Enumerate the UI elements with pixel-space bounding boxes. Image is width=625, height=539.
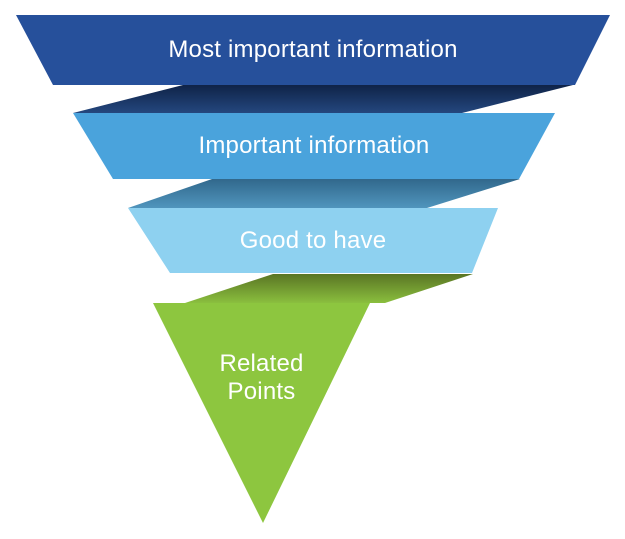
- ribbon-fold-2: [128, 179, 520, 208]
- ribbon-fold-3: [185, 274, 473, 303]
- pyramid-layer-3: [128, 208, 498, 273]
- pyramid-layer-2: [73, 113, 555, 179]
- ribbon-fold-1: [73, 85, 573, 113]
- pyramid-layer-4-triangle: [153, 303, 370, 523]
- pyramid-layer-1: [16, 15, 610, 85]
